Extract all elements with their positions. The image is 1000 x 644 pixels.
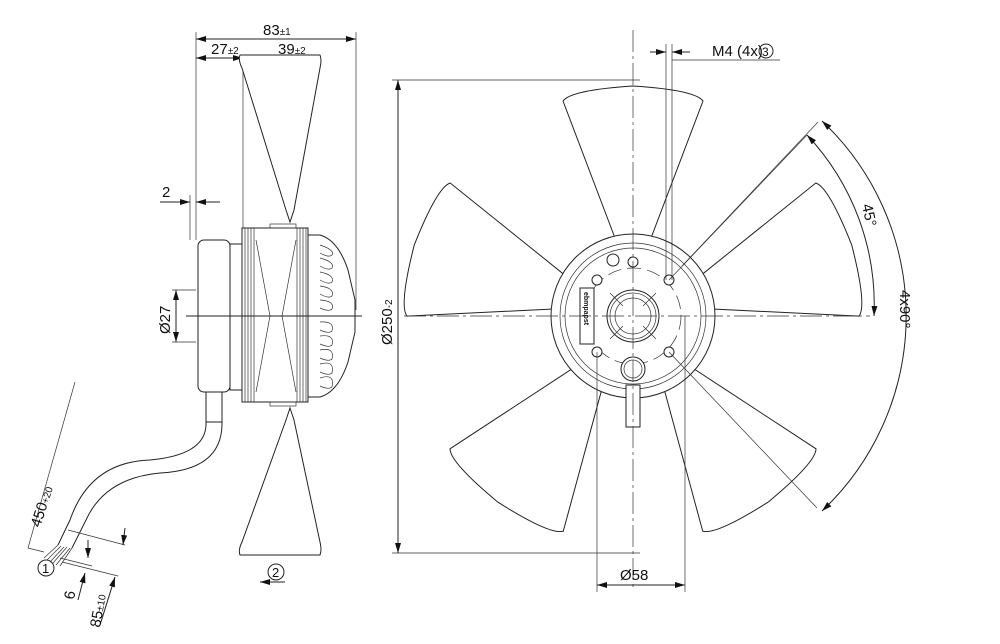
- fan-blade: [403, 182, 565, 317]
- dim-angle-4x90-label: 4x90°: [896, 290, 913, 329]
- blade-bottom-side: [238, 406, 322, 556]
- logo-text: ebmpapst: [582, 292, 589, 326]
- callout-circle-2: [267, 563, 285, 581]
- front-view: ebmpapst Ø250-2 Ø58 M4 (4x) 3 45° 4x90°: [379, 30, 913, 592]
- blade-top-side: [238, 54, 322, 224]
- dim-hub-offset-label: 27±2: [211, 41, 239, 58]
- callout-3-label: 3: [762, 45, 769, 59]
- fan-blade: [449, 367, 603, 533]
- dim-overall-length-label: 83±1: [263, 22, 291, 39]
- fan-blade: [701, 182, 863, 317]
- dim-fan-diameter-label: Ø250-2: [379, 299, 396, 345]
- dim-hub-diameter-label: Ø58: [620, 567, 648, 584]
- callout-circle-1: [37, 559, 55, 577]
- callout-circle-3: [758, 43, 774, 59]
- dim-angle-4x90: [821, 120, 907, 512]
- dim-cable-line: [27, 381, 76, 549]
- wire-ends: [43, 544, 73, 567]
- dim-strip-length-label: 6: [61, 590, 79, 601]
- side-view: 83±1 27±2 39±2 2: [28, 22, 362, 629]
- dim-gap-label: 2: [162, 184, 170, 201]
- cable: [57, 392, 207, 546]
- dim-shaft-diameter-label: Ø27: [157, 306, 174, 334]
- rotor-housing: [241, 227, 309, 403]
- dim-wire-length-label: 85±10: [87, 593, 110, 629]
- dim-angle-45-label: 45°: [858, 202, 879, 228]
- ground-symbol-icon: [606, 253, 620, 267]
- dim-cable-length-label: 450+20: [28, 484, 57, 530]
- dim-mount-thread-label: M4 (4x): [712, 43, 763, 60]
- mount-hole: [591, 274, 603, 286]
- cable-gland: [205, 391, 223, 423]
- cable: [71, 392, 223, 549]
- dim-blade-width-label: 39±2: [278, 41, 306, 58]
- cooling-fins: [319, 244, 333, 389]
- callout-1-label: 1: [42, 561, 49, 576]
- callout-2-label: 2: [272, 565, 279, 580]
- flange: [229, 243, 243, 391]
- fan-blade: [663, 367, 817, 533]
